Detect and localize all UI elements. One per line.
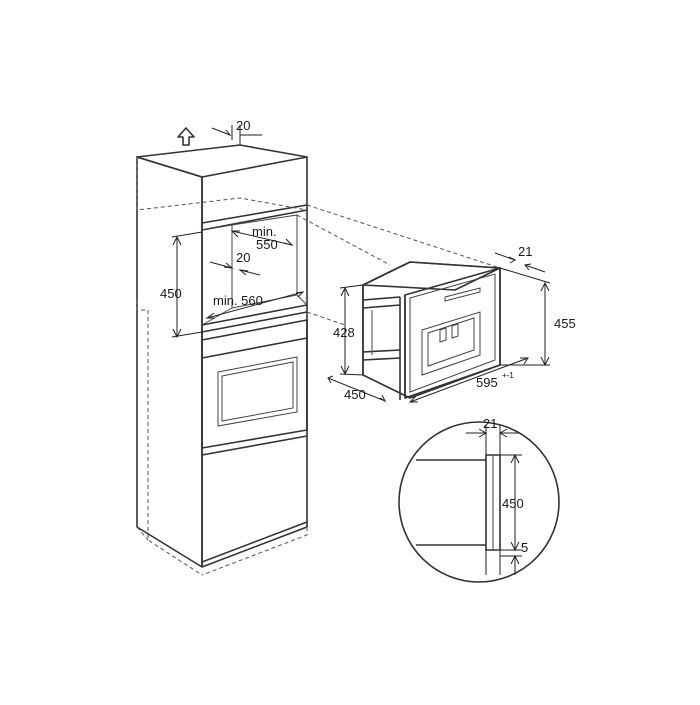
- label-niche-depth-min: min.: [252, 224, 277, 239]
- tall-cabinet: [136, 144, 308, 576]
- ventilation-up-arrow-icon: [177, 127, 195, 146]
- label-detail-bottom: 5: [521, 540, 528, 555]
- label-appliance-width: 595: [476, 375, 498, 390]
- label-inner-gap: 20: [236, 250, 250, 265]
- dimension-lines: [171, 125, 551, 575]
- projection-lines: [296, 204, 501, 326]
- label-niche-depth: 550: [256, 237, 278, 252]
- detail-view: [398, 421, 560, 583]
- label-niche-width: min. 560: [213, 293, 263, 308]
- label-front-height: 455: [554, 316, 576, 331]
- label-detail-thickness: 21: [483, 416, 497, 431]
- label-appliance-width-tolerance: +-1: [502, 371, 514, 380]
- label-front-thickness: 21: [518, 244, 532, 259]
- label-niche-height: 450: [160, 286, 182, 301]
- label-detail-height: 450: [502, 496, 524, 511]
- label-appliance-depth: 450: [344, 387, 366, 402]
- label-appliance-height: 428: [333, 325, 355, 340]
- label-top-gap: 20: [236, 118, 250, 133]
